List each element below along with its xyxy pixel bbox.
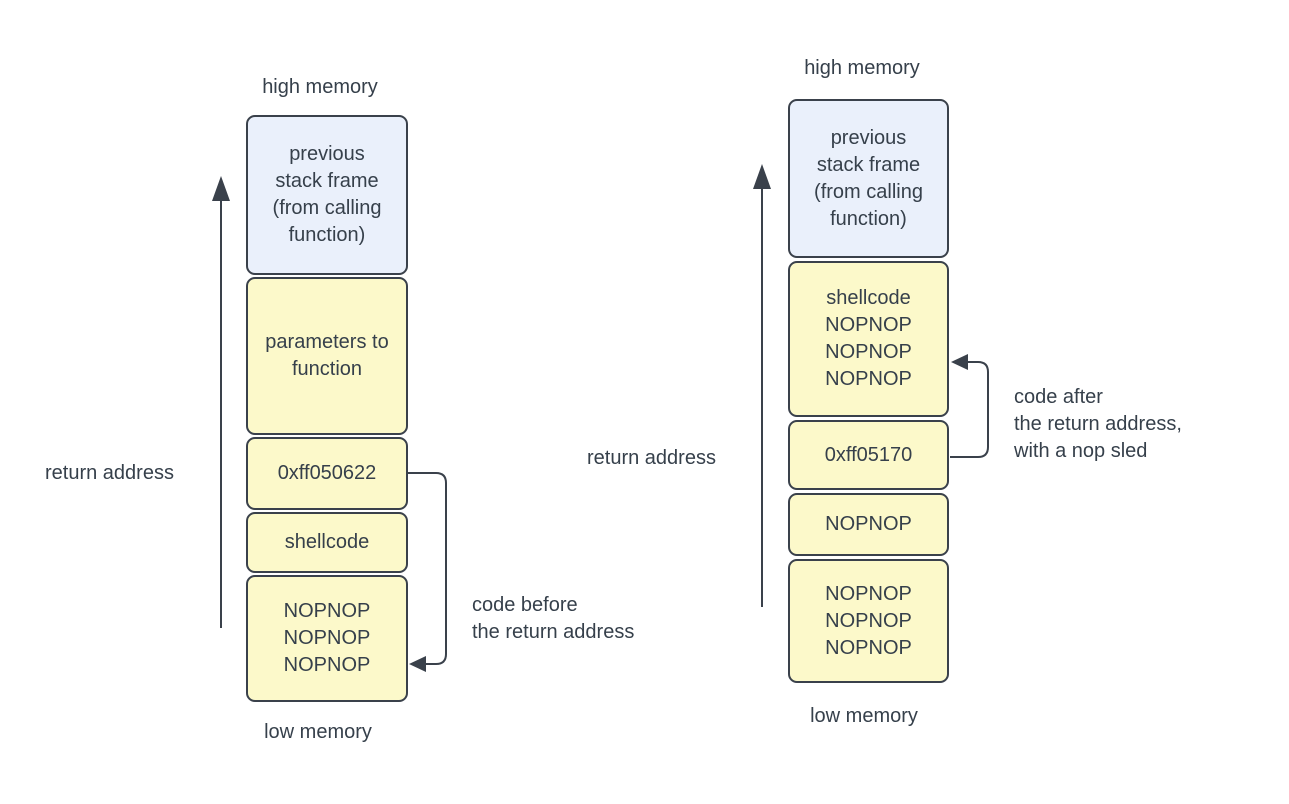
right-up-arrow [753,164,771,607]
left-annotation-code-before: code before the return address [472,594,635,643]
left-box-parameters-to-function: parameters to function [246,277,408,435]
right-low-memory-label: low memory [810,705,918,727]
right-box-previous-stack-frame: previous stack frame (from calling funct… [788,99,949,258]
right-box-nop-sled: NOPNOP NOPNOP NOPNOP [788,559,949,683]
left-box-shellcode: shellcode [246,512,408,573]
right-annotation-code-after: code after the return address, with a no… [1014,386,1182,462]
right-box-nop: NOPNOP [788,493,949,556]
left-high-memory-label: high memory [262,76,378,98]
left-low-memory-label: low memory [264,721,372,743]
right-high-memory-label: high memory [804,57,920,79]
right-return-address-label: return address [587,447,716,469]
left-up-arrow [212,176,230,628]
connector-code-after [950,354,989,458]
left-box-previous-stack-frame: previous stack frame (from calling funct… [246,115,408,275]
right-box-return-address-value: 0xff05170 [788,420,949,490]
left-box-nop-sled: NOPNOP NOPNOP NOPNOP [246,575,408,702]
right-box-shellcode-nop-sled: shellcode NOPNOP NOPNOP NOPNOP [788,261,949,417]
left-box-return-address-value: 0xff050622 [246,437,408,510]
left-return-address-label: return address [45,462,174,484]
connector-code-before [408,472,447,672]
